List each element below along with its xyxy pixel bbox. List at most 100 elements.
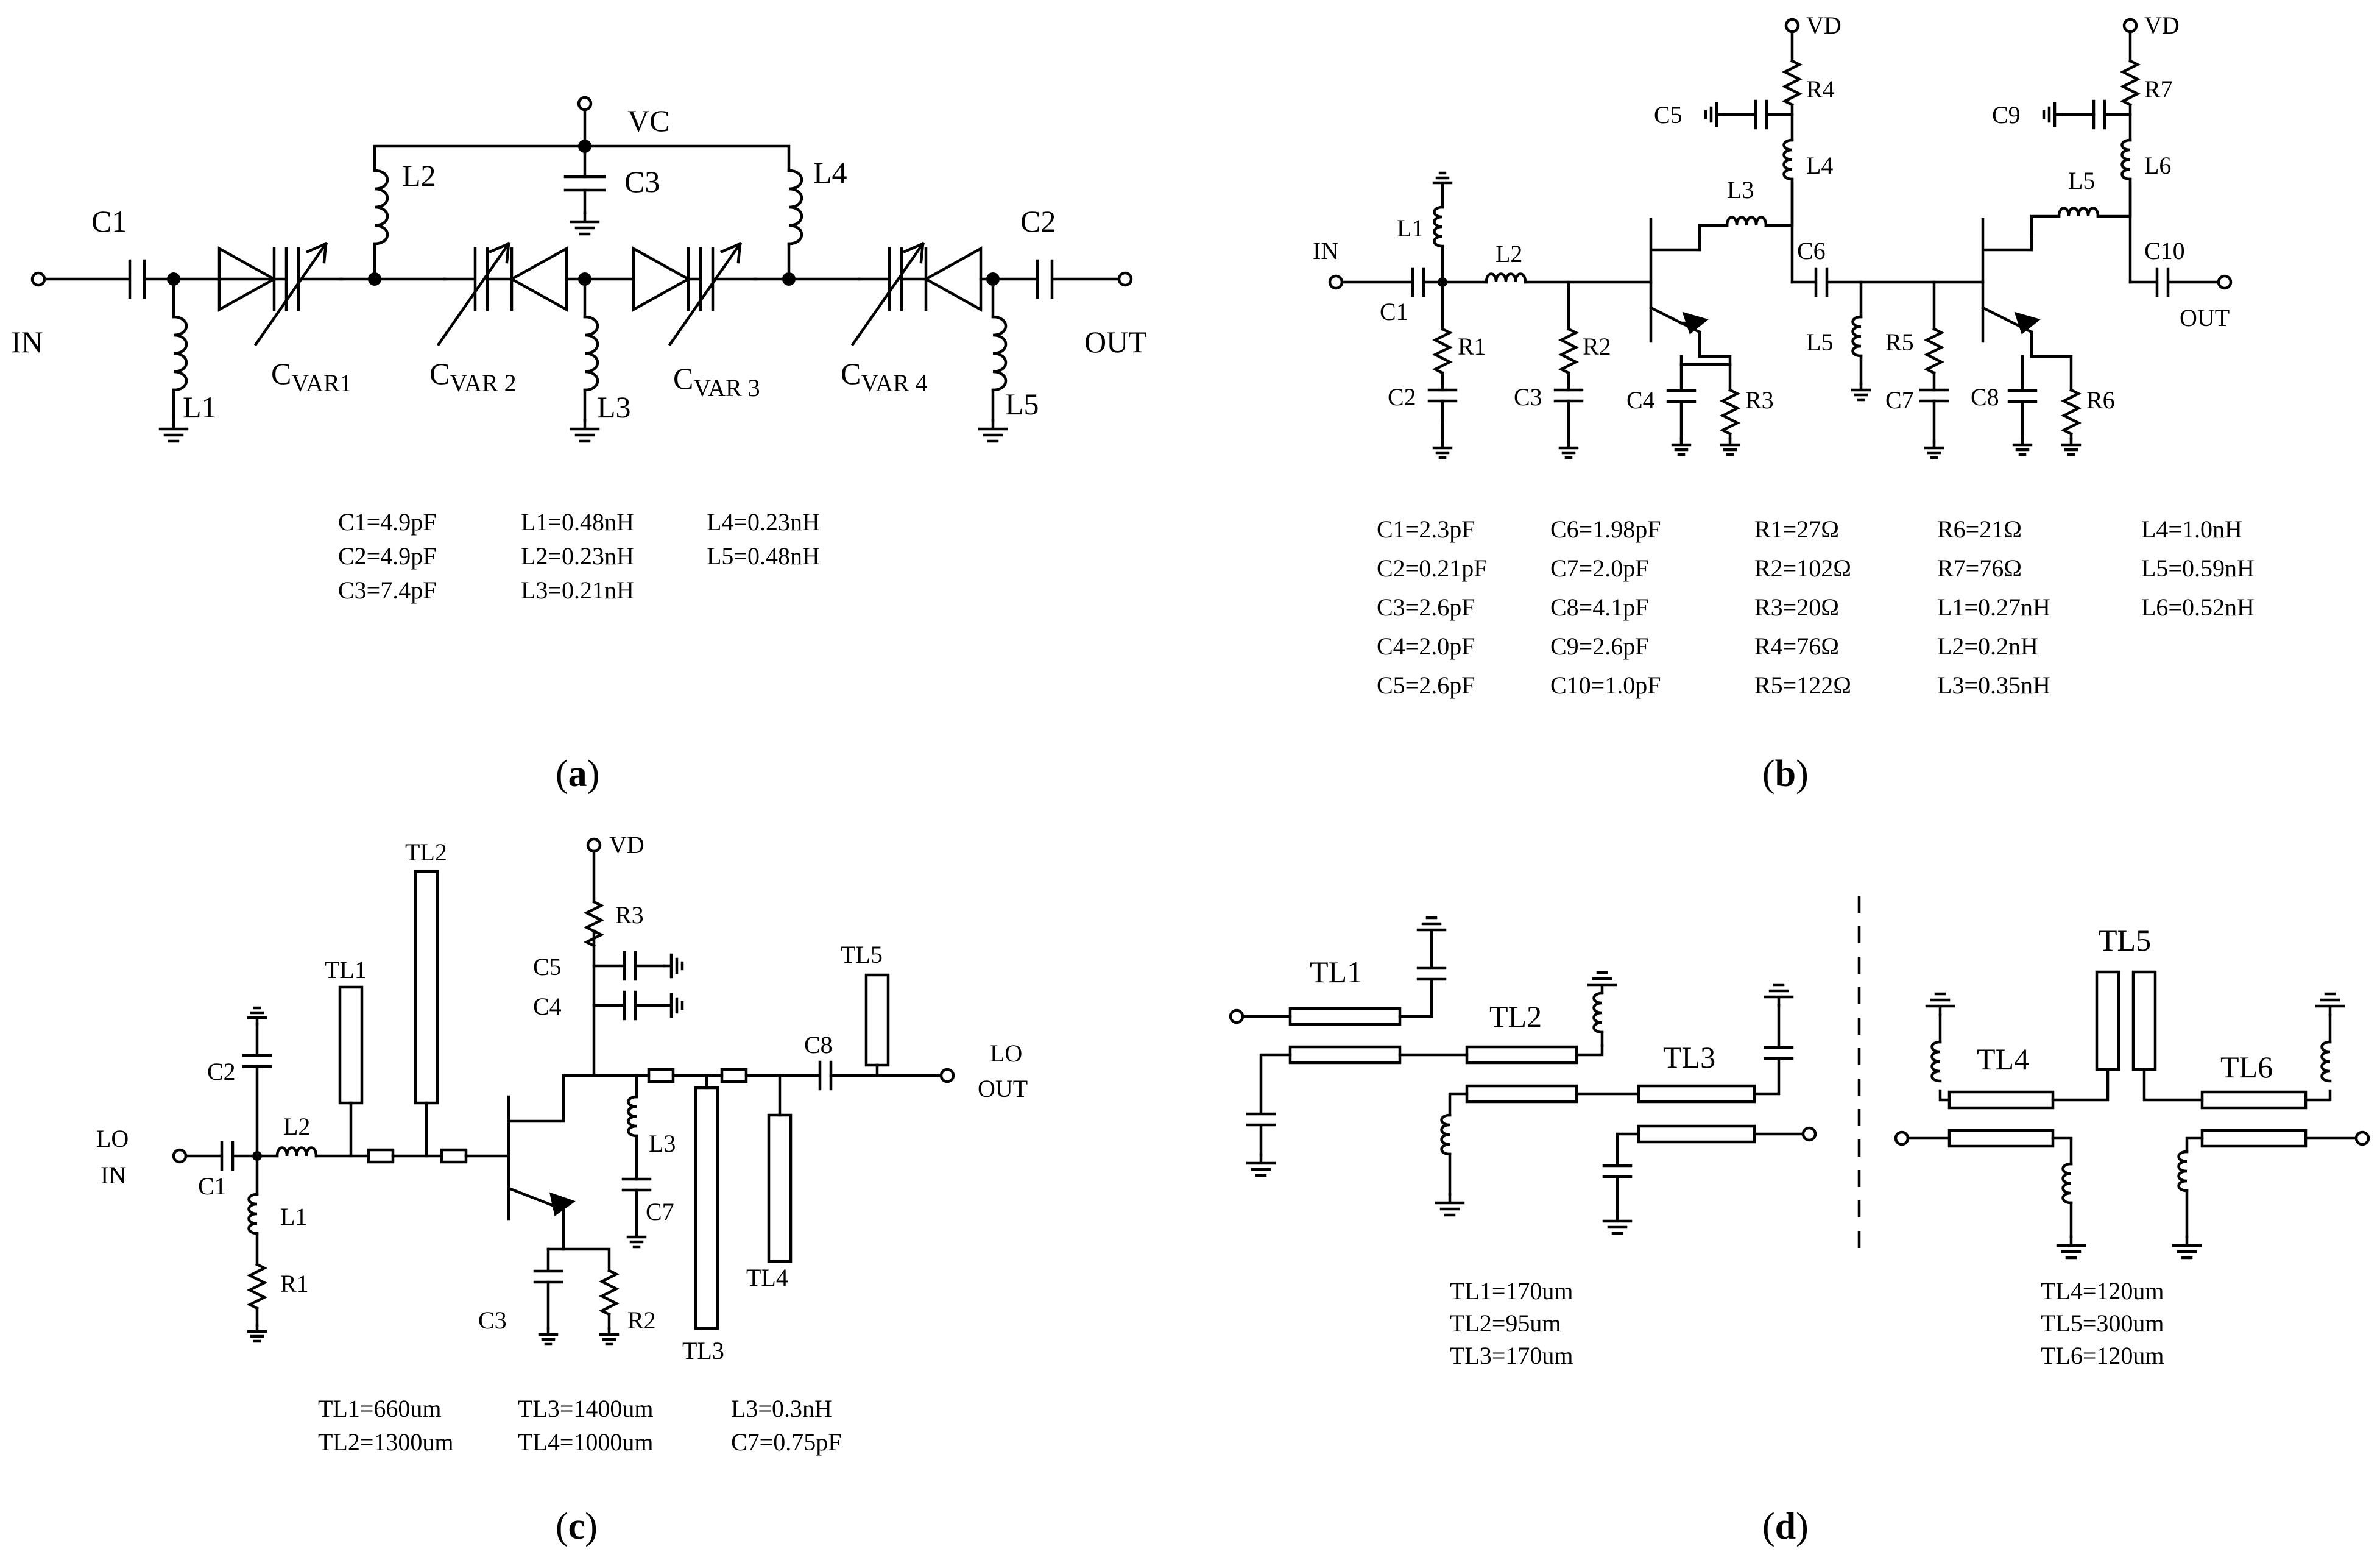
svg-text:C5: C5 (533, 953, 562, 980)
a-cvar2-base: C (429, 356, 450, 391)
panel-a-schematic (32, 97, 1131, 441)
svg-text:C4=2.0pF: C4=2.0pF (1377, 633, 1475, 660)
varactor-1-icon (217, 241, 343, 347)
svg-text:L6: L6 (2144, 152, 2171, 179)
svg-text:TL5: TL5 (841, 941, 883, 968)
svg-text:C6=1.98pF: C6=1.98pF (1550, 516, 1661, 543)
svg-text:C7=2.0pF: C7=2.0pF (1550, 555, 1648, 582)
svg-text:C9=2.6pF: C9=2.6pF (1550, 633, 1648, 660)
svg-text:OUT: OUT (978, 1075, 1028, 1102)
svg-text:C4: C4 (1626, 386, 1655, 414)
svg-text:TL1: TL1 (325, 956, 367, 984)
panel-c-schematic (174, 839, 953, 1344)
svg-text:R3: R3 (1745, 386, 1774, 414)
varactor-3-icon (632, 241, 757, 347)
svg-text:C3: C3 (1514, 383, 1542, 411)
a-l2-label: L2 (402, 158, 436, 193)
caption-b: (b) (1762, 753, 1809, 795)
caption-a: (a) (556, 753, 599, 795)
svg-text:CVAR 4: CVAR 4 (841, 356, 928, 397)
svg-text:R2=102Ω: R2=102Ω (1754, 555, 1851, 582)
panel-b-labels: IN OUT VD VD C1 C2 C3 C4 C5 C6 C7 C8 C9 … (1313, 12, 2230, 414)
svg-text:L3=0.35nH: L3=0.35nH (1937, 672, 2050, 699)
svg-text:L2: L2 (283, 1113, 310, 1140)
svg-text:L5: L5 (2068, 167, 2095, 194)
svg-text:TL2=1300um: TL2=1300um (318, 1428, 454, 1456)
a-out-label: OUT (1084, 325, 1147, 359)
caption-d: (d) (1762, 1506, 1809, 1547)
svg-text:L4=1.0nH: L4=1.0nH (2141, 516, 2242, 543)
svg-text:LO: LO (96, 1125, 129, 1152)
svg-text:R6: R6 (2086, 386, 2115, 414)
svg-text:L5=0.59nH: L5=0.59nH (2141, 555, 2255, 582)
a-in-label: IN (11, 325, 43, 359)
svg-text:C2=4.9pF: C2=4.9pF (338, 542, 436, 570)
svg-text:R4: R4 (1806, 76, 1835, 103)
a-c3-label: C3 (624, 165, 660, 199)
svg-text:C3: C3 (478, 1306, 507, 1334)
svg-text:C5: C5 (1654, 101, 1683, 129)
a-l5-label: L5 (1005, 387, 1039, 421)
varactor-4-icon (850, 241, 983, 347)
svg-text:R2: R2 (627, 1306, 656, 1334)
svg-text:R3=20Ω: R3=20Ω (1754, 594, 1839, 621)
a-cvar4-sub: VAR 4 (861, 369, 927, 397)
svg-text:C1: C1 (1380, 298, 1408, 325)
panel-c-values: TL1=660um TL3=1400um L3=0.3nH TL2=1300um… (318, 1395, 841, 1456)
svg-text:L3: L3 (649, 1130, 676, 1157)
svg-text:L1=0.27nH: L1=0.27nH (1937, 594, 2050, 621)
svg-text:R1: R1 (1458, 333, 1486, 360)
svg-text:C8: C8 (1971, 383, 1999, 411)
svg-text:TL3: TL3 (682, 1337, 724, 1364)
svg-text:L5=0.48nH: L5=0.48nH (707, 542, 820, 570)
svg-text:TL3=1400um: TL3=1400um (518, 1395, 654, 1422)
svg-text:OUT: OUT (2180, 304, 2230, 331)
svg-text:IN: IN (101, 1161, 126, 1189)
panel-a-values: C1=4.9pF L1=0.48nH L4=0.23nH C2=4.9pF L2… (338, 508, 820, 604)
svg-text:L3=0.3nH: L3=0.3nH (731, 1395, 832, 1422)
svg-text:TL2=95um: TL2=95um (1450, 1310, 1561, 1337)
svg-text:L3=0.21nH: L3=0.21nH (521, 576, 634, 604)
svg-text:L3: L3 (1727, 176, 1754, 204)
svg-text:C7: C7 (646, 1198, 674, 1225)
svg-text:L2=0.23nH: L2=0.23nH (521, 542, 634, 570)
a-l4-label: L4 (813, 155, 847, 190)
svg-text:C10: C10 (2144, 237, 2185, 264)
svg-text:TL3=170um: TL3=170um (1450, 1342, 1573, 1369)
svg-text:C3=2.6pF: C3=2.6pF (1377, 594, 1475, 621)
svg-text:VD: VD (2144, 12, 2180, 39)
svg-text:R5=122Ω: R5=122Ω (1754, 672, 1851, 699)
svg-text:R5: R5 (1885, 328, 1914, 356)
svg-text:TL2: TL2 (405, 838, 447, 866)
svg-text:C2=0.21pF: C2=0.21pF (1377, 555, 1487, 582)
a-cvar1-base: C (271, 356, 291, 391)
svg-text:R2: R2 (1583, 333, 1611, 360)
svg-text:R7: R7 (2144, 76, 2173, 103)
svg-text:L2=0.2nH: L2=0.2nH (1937, 633, 2038, 660)
svg-text:TL4: TL4 (1977, 1042, 2029, 1076)
a-c1-label: C1 (91, 204, 127, 238)
panel-d-labels: TL1 TL2 TL3 TL4 TL5 TL6 (1310, 923, 2273, 1084)
svg-text:TL6=120um: TL6=120um (2041, 1342, 2164, 1369)
svg-text:C2: C2 (207, 1058, 236, 1085)
svg-text:TL4=1000um: TL4=1000um (518, 1428, 654, 1456)
svg-text:L1: L1 (1397, 214, 1424, 242)
svg-text:C10=1.0pF: C10=1.0pF (1550, 672, 1661, 699)
svg-text:R1: R1 (280, 1270, 309, 1297)
svg-text:VD: VD (609, 831, 644, 859)
panel-d-values: TL1=170um TL2=95um TL3=170um TL4=120um T… (1450, 1277, 2164, 1369)
panel-d-schematic (1231, 896, 2368, 1258)
svg-text:C5=2.6pF: C5=2.6pF (1377, 672, 1475, 699)
svg-text:TL4: TL4 (746, 1264, 788, 1291)
panel-b-schematic (1330, 19, 2231, 458)
svg-text:R7=76Ω: R7=76Ω (1937, 555, 2022, 582)
a-cvar4-base: C (841, 356, 861, 391)
svg-text:R3: R3 (615, 901, 644, 929)
svg-text:C1: C1 (198, 1172, 227, 1200)
a-cvar3-base: C (673, 361, 693, 395)
svg-text:TL1=170um: TL1=170um (1450, 1277, 1573, 1305)
svg-text:R1=27Ω: R1=27Ω (1754, 516, 1839, 543)
panel-a-labels: IN OUT VC C1 C2 C3 L1 L2 L3 L4 L5 CVAR1 … (11, 104, 1147, 424)
panel-b-values: C1=2.3pF C6=1.98pF R1=27Ω R6=21Ω L4=1.0n… (1377, 516, 2255, 699)
